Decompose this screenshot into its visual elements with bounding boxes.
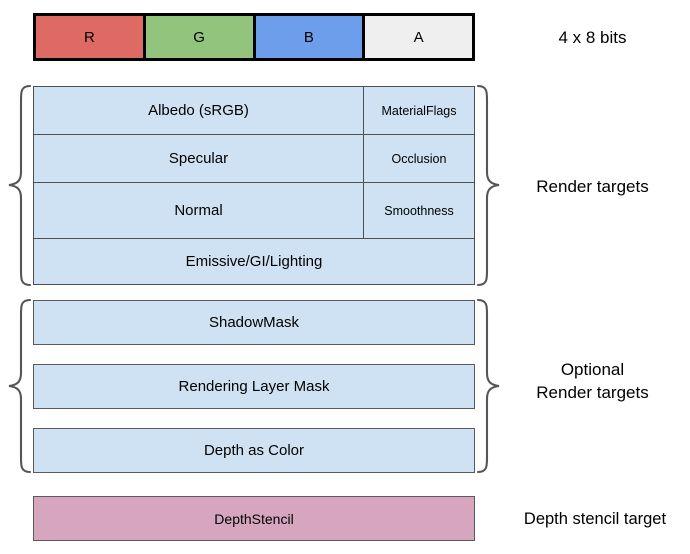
optional-render-target-depth-as-color: Depth as Color xyxy=(33,428,475,473)
depth-stencil-caption: Depth stencil target xyxy=(523,510,667,528)
render-target-main-label: Albedo (sRGB) xyxy=(148,102,249,119)
optional-render-target-label: ShadowMask xyxy=(208,314,300,331)
channel-cell-b: B xyxy=(255,16,366,58)
render-target-main-label: Normal xyxy=(174,202,223,219)
render-target-row-emissive: Emissive/GI/Lighting xyxy=(33,238,475,285)
channel-label-g: G xyxy=(193,28,205,46)
channel-cell-g: G xyxy=(145,16,256,58)
render-targets-caption: Render targets xyxy=(536,177,649,196)
render-target-main-label: Specular xyxy=(168,150,229,167)
optional-render-targets-caption: Optional Render targets xyxy=(536,360,649,402)
render-target-main-specular: Specular xyxy=(33,134,364,183)
optional-render-targets-right-brace xyxy=(476,298,502,474)
render-target-main-label: Emissive/GI/Lighting xyxy=(185,253,323,270)
render-target-main-albedo: Albedo (sRGB) xyxy=(33,86,364,135)
optional-render-target-rendering-layer-mask: Rendering Layer Mask xyxy=(33,364,475,409)
channel-cell-r: R xyxy=(36,16,146,58)
optional-render-target-shadowmask: ShadowMask xyxy=(33,300,475,345)
render-targets-table: Albedo (sRGB) MaterialFlags Specular Occ… xyxy=(33,86,475,285)
render-target-row-albedo: Albedo (sRGB) MaterialFlags xyxy=(33,86,475,135)
channel-label-a: A xyxy=(413,28,424,46)
render-target-alpha-smoothness: Smoothness xyxy=(363,182,475,239)
render-target-alpha-label: Smoothness xyxy=(384,203,454,218)
render-target-row-specular: Specular Occlusion xyxy=(33,134,475,183)
render-targets-left-brace xyxy=(6,84,32,287)
render-target-alpha-label: Occlusion xyxy=(391,151,447,166)
render-target-row-normal: Normal Smoothness xyxy=(33,182,475,239)
channel-cell-a: A xyxy=(365,16,472,58)
depth-stencil-box: DepthStencil xyxy=(33,496,475,541)
render-target-alpha-materialflags: MaterialFlags xyxy=(363,86,475,135)
optional-render-target-label: Rendering Layer Mask xyxy=(178,378,330,395)
render-targets-right-brace xyxy=(476,84,502,287)
render-target-alpha-occlusion: Occlusion xyxy=(363,134,475,183)
channel-label-r: R xyxy=(83,28,95,46)
depth-stencil-label: DepthStencil xyxy=(214,510,294,527)
render-target-main-normal: Normal xyxy=(33,182,364,239)
render-target-alpha-label: MaterialFlags xyxy=(381,103,457,118)
optional-render-target-label: Depth as Color xyxy=(203,442,305,459)
render-target-main-emissive: Emissive/GI/Lighting xyxy=(33,238,475,285)
channel-label-b: B xyxy=(303,28,314,46)
rgba-channel-bar: R G B A xyxy=(33,13,475,61)
channel-bar-caption: 4 x 8 bits xyxy=(558,28,627,47)
optional-render-targets-left-brace xyxy=(6,298,32,474)
